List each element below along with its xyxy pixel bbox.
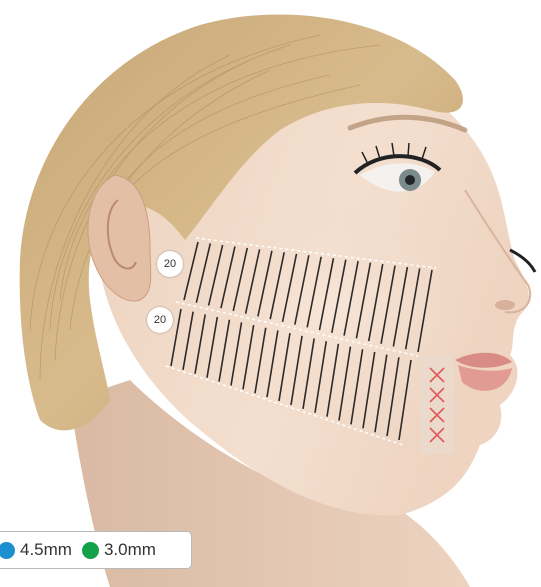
legend-label-4-5mm: 4.5mm [20, 540, 72, 560]
legend-label-3-0mm: 3.0mm [104, 540, 156, 560]
green-dot-icon [82, 542, 99, 559]
nostril [495, 300, 515, 310]
marker-strip [420, 356, 454, 454]
pupil [405, 175, 415, 185]
depth-legend: 4.5mm 3.0mm [0, 531, 192, 569]
legend-item-3-0mm: 3.0mm [82, 540, 156, 560]
blue-dot-icon [0, 542, 15, 559]
upper-zone-count-badge: 20 [157, 251, 183, 277]
lower-zone-count-badge: 20 [147, 307, 173, 333]
legend-item-4-5mm: 4.5mm [1, 540, 72, 560]
